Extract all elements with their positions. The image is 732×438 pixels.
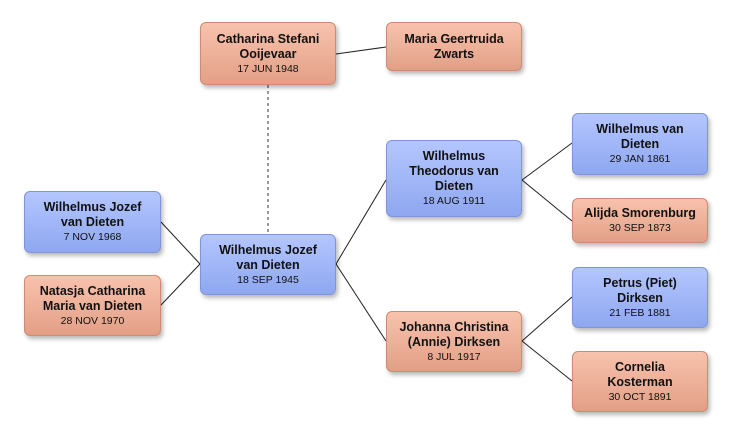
person-name: van Dieten <box>60 215 125 229</box>
person-name: Zwarts <box>433 46 475 61</box>
person-name: Ooijevaar <box>239 46 297 61</box>
person-name: Wilhelmus van <box>596 122 684 136</box>
person-name: Maria Geertruida <box>404 31 504 46</box>
person-name: Alijda Smorenburg <box>584 206 696 220</box>
person-date: 17 JUN 1948 <box>237 62 299 75</box>
person-card-root[interactable]: Wilhelmus Jozef van Dieten 18 SEP 1945 <box>200 234 336 295</box>
person-card-child2[interactable]: Natasja Catharina Maria van Dieten 28 NO… <box>24 275 161 336</box>
person-name: Kosterman <box>607 374 673 389</box>
parent-link-pat-grandmother <box>521 179 573 222</box>
person-name: Wilhelmus Jozef <box>219 242 317 257</box>
person-name: Dirksen <box>617 290 663 305</box>
person-date: 8 JUL 1917 <box>427 350 481 363</box>
child-link-child2 <box>160 263 201 306</box>
person-name: (Annie) Dirksen <box>407 334 501 349</box>
person-card-mother[interactable]: Johanna Christina (Annie) Dirksen 8 JUL … <box>386 311 522 372</box>
person-name: Dieten <box>620 137 660 151</box>
parent-link-father <box>335 179 387 265</box>
person-card-child1[interactable]: Wilhelmus Jozef van Dieten 7 NOV 1968 <box>24 191 161 253</box>
person-card-pat-grandfather[interactable]: Wilhelmus van Dieten 29 JAN 1861 <box>572 113 708 175</box>
parent-link-pat-grandfather <box>521 142 573 181</box>
person-date: 7 NOV 1968 <box>63 231 122 243</box>
person-name: Johanna Christina <box>399 319 509 334</box>
person-card-father[interactable]: Wilhelmus Theodorus van Dieten 18 AUG 19… <box>386 140 522 217</box>
person-name: Wilhelmus Jozef <box>43 200 142 214</box>
person-name: van Dieten <box>236 257 300 272</box>
person-name: Wilhelmus <box>422 149 486 163</box>
person-name: Theodorus van <box>409 164 499 178</box>
person-date: 30 OCT 1891 <box>608 390 672 403</box>
person-card-wife[interactable]: Catharina Stefani Ooijevaar 17 JUN 1948 <box>200 22 336 85</box>
parent-link-wife-mother <box>335 46 387 55</box>
person-date: 28 NOV 1970 <box>60 314 125 327</box>
person-date: 21 FEB 1881 <box>609 306 671 319</box>
parent-link-mat-grandfather <box>521 296 573 342</box>
person-card-mat-grandmother[interactable]: Cornelia Kosterman 30 OCT 1891 <box>572 351 708 412</box>
person-card-mat-grandfather[interactable]: Petrus (Piet) Dirksen 21 FEB 1881 <box>572 267 708 328</box>
person-name: Petrus (Piet) <box>603 275 677 290</box>
parent-link-mother <box>335 263 387 342</box>
parent-link-mat-grandmother <box>521 340 573 382</box>
person-card-pat-grandmother[interactable]: Alijda Smorenburg 30 SEP 1873 <box>572 198 708 243</box>
person-date: 29 JAN 1861 <box>609 153 671 165</box>
person-name: Catharina Stefani <box>216 31 320 46</box>
person-name: Maria van Dieten <box>42 298 143 313</box>
child-link-child1 <box>160 221 201 265</box>
person-date: 30 SEP 1873 <box>609 222 671 234</box>
person-date: 18 SEP 1945 <box>237 273 299 286</box>
person-name: Dieten <box>434 179 474 193</box>
person-date: 18 AUG 1911 <box>422 195 486 207</box>
person-card-wife-mother[interactable]: Maria Geertruida Zwarts <box>386 22 522 71</box>
person-name: Natasja Catharina <box>39 283 146 298</box>
person-name: Cornelia <box>614 359 665 374</box>
